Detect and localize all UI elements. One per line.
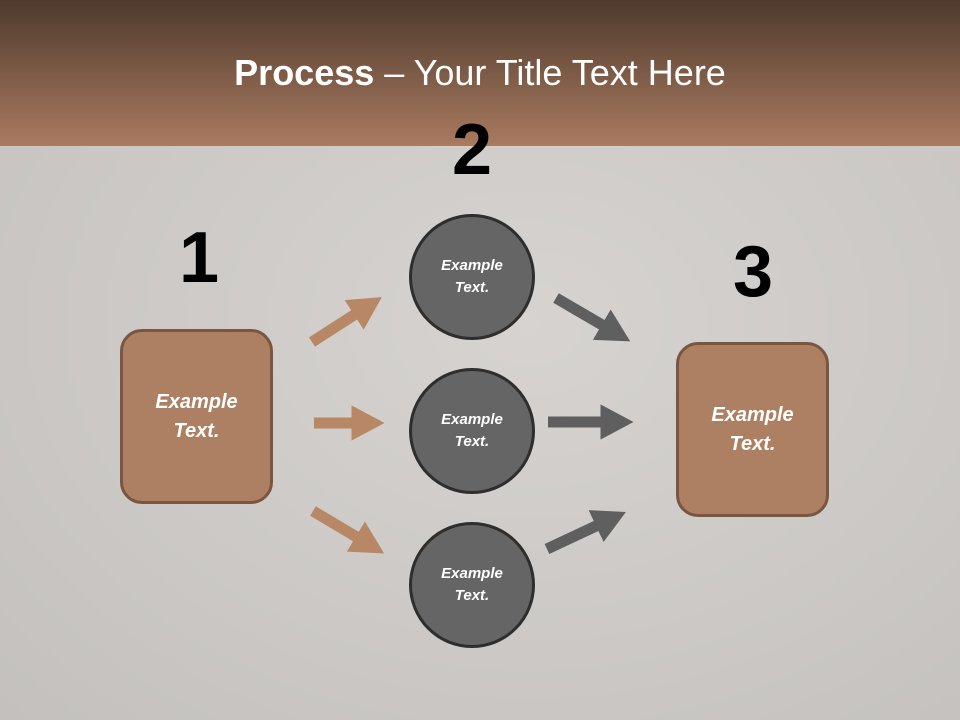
- step-number-3: 3: [732, 232, 774, 312]
- title-rest: – Your Title Text Here: [374, 52, 726, 93]
- arrow-2a-to-3: [553, 293, 631, 342]
- circle-text: Example: [441, 256, 503, 274]
- title-bar: [0, 0, 960, 146]
- circle-text: Example: [441, 564, 503, 582]
- arrow-1-to-2a: [309, 297, 382, 347]
- box-text: Example: [155, 390, 238, 413]
- arrow-2c-to-3: [544, 510, 626, 554]
- circle-text: Text.: [454, 279, 490, 296]
- box-text: Text.: [173, 419, 220, 442]
- circle-text: Example: [441, 410, 503, 428]
- slide-title[interactable]: Process – Your Title Text Here: [0, 52, 960, 94]
- box-text: Text.: [729, 432, 776, 455]
- title-bold: Process: [234, 52, 375, 93]
- step-number-2: 2: [451, 110, 493, 190]
- circle-text: Text.: [454, 433, 490, 450]
- box-text: Example: [711, 403, 794, 426]
- step-number-1: 1: [178, 218, 220, 298]
- circle-text: Text.: [454, 587, 490, 604]
- arrow-1-to-2c: [310, 506, 385, 554]
